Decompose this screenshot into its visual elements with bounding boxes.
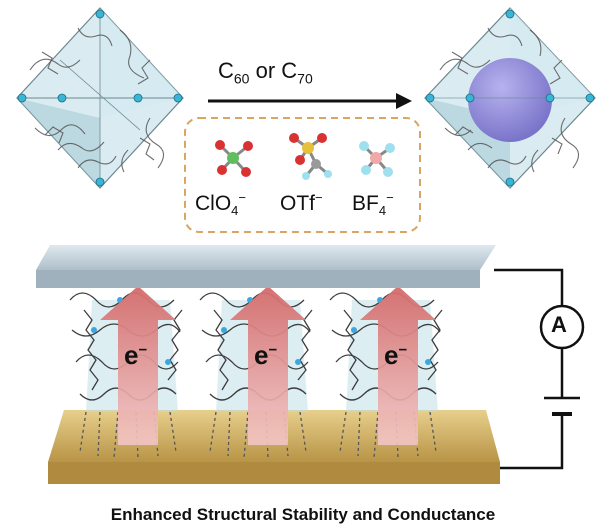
anion-label-perchlorate: ClO4− bbox=[195, 190, 246, 219]
electron-label-1: e− bbox=[124, 340, 148, 370]
triflate-molecule-icon bbox=[289, 133, 332, 180]
empty-cage-icon bbox=[16, 7, 184, 189]
reaction-arrow bbox=[208, 93, 412, 109]
metal-node-glow bbox=[91, 297, 431, 365]
perchlorate-molecule-icon bbox=[215, 140, 253, 177]
electron-label-3: e− bbox=[384, 340, 408, 370]
top-electrode bbox=[36, 245, 496, 288]
ammeter-icon bbox=[539, 304, 585, 350]
circuit-wire bbox=[494, 268, 564, 470]
anion-label-triflate: OTf− bbox=[280, 190, 323, 215]
tetrafluoroborate-molecule-icon bbox=[359, 141, 395, 177]
figure-caption: Enhanced Structural Stability and Conduc… bbox=[110, 505, 496, 524]
fullerene-encapsulated-cage-icon bbox=[424, 7, 596, 189]
battery-icon bbox=[544, 396, 580, 416]
ammeter-label: A bbox=[551, 312, 567, 337]
reaction-condition-label: C60 or C70 bbox=[218, 58, 313, 87]
electron-flow-arrow-1 bbox=[100, 286, 176, 445]
electron-flow-arrow-2 bbox=[230, 286, 306, 445]
electron-flow-arrow-3 bbox=[360, 286, 436, 445]
electron-label-2: e− bbox=[254, 340, 278, 370]
fullerene-ball-icon bbox=[468, 58, 552, 142]
anion-label-tetrafluoroborate: BF4− bbox=[352, 190, 394, 219]
